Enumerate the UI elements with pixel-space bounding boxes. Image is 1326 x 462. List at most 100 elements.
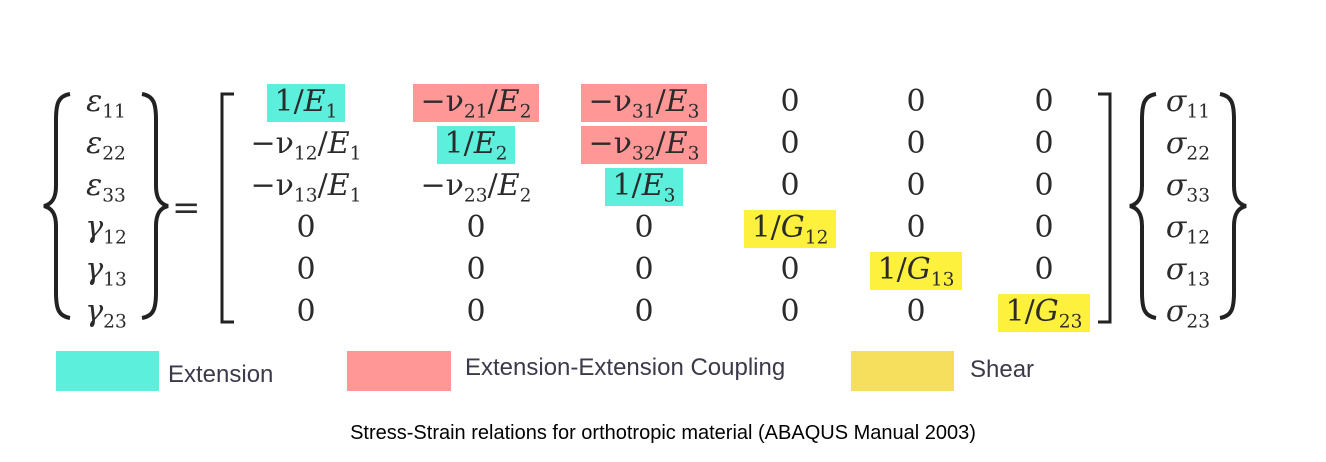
cell-symbol: G (1034, 294, 1059, 329)
cell-subscript: 23 (1058, 311, 1083, 333)
highlight-coupling (580, 84, 708, 122)
cell-subscript: 3 (663, 185, 676, 207)
cell-prefix: −ν (588, 126, 632, 161)
highlight-shear (997, 294, 1091, 332)
equals-sign: = (172, 188, 201, 228)
highlight-coupling (412, 84, 540, 122)
cell-prefix: 0 (780, 294, 800, 329)
matrix-bracket-left (220, 92, 234, 324)
cell-subscript: 2 (519, 101, 532, 123)
cell-prefix: −ν (588, 84, 632, 119)
cell-slash: / (655, 84, 666, 119)
matrix-cell-r6c3: 0 (559, 292, 729, 332)
cell-prefix: 1/ (444, 126, 474, 161)
cell-slash: / (317, 126, 328, 161)
matrix-cell-r1c3: −ν31/E3 (559, 82, 729, 122)
legend-swatch-shear (851, 351, 954, 391)
cell-prefix: 0 (1034, 168, 1054, 203)
stress-subscript: 22 (1186, 143, 1211, 165)
matrix-cell-r3c4: 0 (705, 166, 875, 206)
strain-subscript: 13 (103, 269, 127, 291)
cell-symbol: E (303, 84, 326, 119)
legend-label-extension: Extension (168, 361, 274, 388)
stress-33: σ33 (1158, 166, 1218, 206)
cell-subscript: 21 (463, 101, 488, 123)
cell-symbol: E (497, 168, 520, 203)
strain-subscript: 23 (103, 311, 127, 333)
matrix-cell-r5c4: 0 (705, 250, 875, 290)
cell-prefix: 0 (906, 126, 926, 161)
matrix-cell-r1c6: 0 (959, 82, 1129, 122)
highlight-shear (869, 252, 963, 290)
strain-23: γ23 (76, 292, 136, 332)
highlight-shear (743, 210, 837, 248)
matrix-cell-r3c3: 1/E3 (559, 166, 729, 206)
right-brace-open (1129, 92, 1157, 320)
strain-symbol: ε (86, 84, 103, 119)
cell-prefix: 0 (780, 252, 800, 287)
left-brace-close (141, 92, 169, 320)
legend-swatch-extension (56, 351, 159, 391)
matrix-cell-r1c1: 1/E1 (221, 82, 391, 122)
highlight-extension (436, 126, 516, 164)
cell-prefix: 0 (296, 210, 316, 245)
cell-prefix: −ν (420, 168, 464, 203)
legend-label-coupling: Extension-Extension Coupling (465, 354, 786, 381)
highlight-extension (604, 168, 684, 206)
cell-subscript: 32 (631, 143, 656, 165)
cell-prefix: 0 (296, 294, 316, 329)
cell-subscript: 13 (293, 185, 318, 207)
stress-12: σ12 (1158, 208, 1218, 248)
cell-prefix: 1/ (274, 84, 304, 119)
cell-subscript: 13 (930, 269, 955, 291)
cell-prefix: 0 (634, 210, 654, 245)
cell-subscript: 1 (349, 185, 362, 207)
cell-prefix: 0 (1034, 210, 1054, 245)
stress-22: σ22 (1158, 124, 1218, 164)
matrix-cell-r4c6: 0 (959, 208, 1129, 248)
matrix-cell-r1c4: 0 (705, 82, 875, 122)
stress-subscript: 13 (1186, 269, 1211, 291)
cell-prefix: 0 (634, 294, 654, 329)
matrix-cell-r4c4: 1/G12 (705, 208, 875, 248)
cell-prefix: 0 (906, 168, 926, 203)
cell-prefix: 0 (466, 252, 486, 287)
cell-slash: / (317, 168, 328, 203)
matrix-cell-r3c6: 0 (959, 166, 1129, 206)
cell-symbol: E (327, 126, 350, 161)
strain-symbol: γ (85, 252, 104, 287)
cell-subscript: 12 (293, 143, 318, 165)
cell-prefix: 0 (466, 294, 486, 329)
cell-symbol: E (665, 84, 688, 119)
cell-symbol: G (780, 210, 805, 245)
cell-prefix: 1/ (877, 252, 907, 287)
stress-symbol: σ (1165, 168, 1187, 203)
stress-13: σ13 (1158, 250, 1218, 290)
matrix-cell-r2c5: 0 (831, 124, 1001, 164)
strain-symbol: ε (86, 126, 103, 161)
cell-subscript: 1 (325, 101, 338, 123)
cell-prefix: −ν (250, 168, 294, 203)
stress-symbol: σ (1165, 294, 1187, 329)
matrix-cell-r1c2: −ν21/E2 (391, 82, 561, 122)
highlight-extension (266, 84, 346, 122)
matrix-cell-r5c2: 0 (391, 250, 561, 290)
matrix-cell-r4c5: 0 (831, 208, 1001, 248)
cell-symbol: E (497, 84, 520, 119)
strain-symbol: γ (85, 294, 104, 329)
cell-subscript: 23 (463, 185, 488, 207)
highlight-coupling (580, 126, 708, 164)
matrix-cell-r6c2: 0 (391, 292, 561, 332)
strain-symbol: γ (85, 210, 104, 245)
cell-prefix: 0 (296, 252, 316, 287)
strain-22: ε22 (76, 124, 136, 164)
matrix-cell-r5c3: 0 (559, 250, 729, 290)
cell-prefix: 0 (780, 84, 800, 119)
cell-prefix: 1/ (1005, 294, 1035, 329)
cell-prefix: 1/ (751, 210, 781, 245)
cell-prefix: 0 (906, 294, 926, 329)
matrix-cell-r2c3: −ν32/E3 (559, 124, 729, 164)
cell-subscript: 31 (631, 101, 656, 123)
cell-prefix: 0 (906, 84, 926, 119)
matrix-cell-r2c1: −ν12/E1 (221, 124, 391, 164)
